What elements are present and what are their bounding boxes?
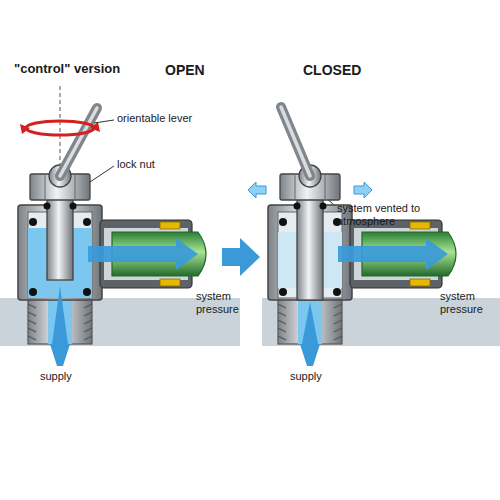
state-heading: CLOSED bbox=[303, 62, 361, 78]
pressure-label: system pressure bbox=[440, 290, 492, 315]
supply-stream bbox=[50, 344, 70, 366]
closed-valve bbox=[248, 107, 456, 366]
flow-stream bbox=[302, 302, 318, 344]
note-label: system vented to atmosphere bbox=[337, 202, 432, 227]
leader-line bbox=[90, 166, 114, 182]
valve-parts bbox=[279, 165, 456, 296]
thread bbox=[278, 298, 342, 344]
vent-arrow bbox=[354, 182, 372, 198]
lever-highlight bbox=[60, 108, 97, 176]
supply-label: supply bbox=[40, 370, 72, 383]
lever-highlight bbox=[281, 107, 310, 176]
valve-parts bbox=[29, 165, 206, 296]
heading: "control" version bbox=[14, 62, 120, 77]
rotation-arrow bbox=[26, 121, 94, 135]
flow-stream bbox=[52, 286, 68, 344]
lever bbox=[60, 108, 97, 176]
leader-line bbox=[94, 120, 114, 123]
supply-bore bbox=[298, 298, 322, 344]
rotation-arrowhead bbox=[20, 122, 100, 134]
supply-stream bbox=[300, 344, 320, 366]
valve-stem bbox=[297, 186, 323, 300]
part-label: lock nut bbox=[117, 158, 155, 171]
lever bbox=[281, 107, 310, 176]
transition-arrow bbox=[222, 238, 260, 276]
state-heading: OPEN bbox=[165, 62, 205, 78]
axis-line bbox=[60, 86, 61, 165]
vent-arrow bbox=[248, 182, 266, 198]
supply-label: supply bbox=[290, 370, 322, 383]
part-label: orientable lever bbox=[117, 112, 192, 125]
pressure-label: system pressure bbox=[196, 290, 246, 315]
open-valve bbox=[18, 86, 206, 390]
